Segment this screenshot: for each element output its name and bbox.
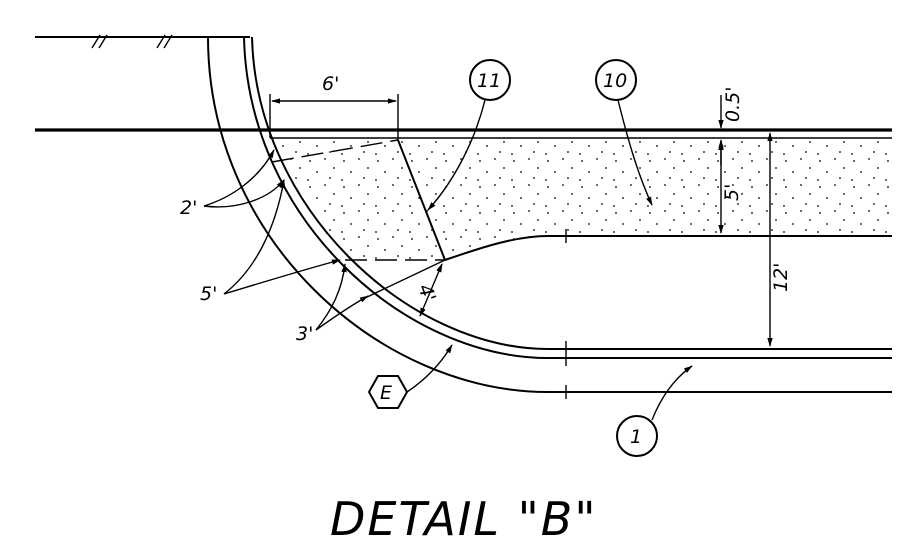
- dim-5ft-layer: 5': [718, 141, 743, 234]
- label-5ft: 5': [200, 283, 217, 305]
- dim-total-label: 12': [770, 263, 792, 292]
- granular-fill: [270, 138, 890, 260]
- callout-e: E: [367, 344, 453, 409]
- callout-10: 10: [595, 59, 653, 206]
- liner-middle-curve: [243, 36, 892, 359]
- slope-line-11: [397, 139, 446, 261]
- dim-cover-label: 0.5': [722, 87, 744, 122]
- label-3ft: 3': [296, 323, 313, 345]
- callout-1-label: 1: [630, 426, 642, 448]
- top-dashed-line: [271, 139, 399, 163]
- detail-title: DETAIL "B": [330, 492, 598, 546]
- callout-11: 11: [427, 59, 511, 211]
- liner-outer-curve: [207, 36, 892, 393]
- dim-4ft-label: 4': [413, 281, 440, 305]
- leader-5ft: 5': [200, 179, 341, 305]
- layer-bottom-line: [444, 235, 892, 261]
- liner-inner-curve: [251, 36, 892, 350]
- leader-2ft: 2': [180, 149, 285, 219]
- dim-6ft-label: 6': [322, 73, 339, 95]
- callout-10-label: 10: [603, 70, 627, 92]
- label-2ft: 2': [180, 197, 197, 219]
- ground-hatch-marks: [91, 34, 173, 49]
- callout-1: 1: [616, 365, 693, 457]
- callout-11-label: 11: [477, 70, 501, 92]
- dim-layer-label: 5': [721, 184, 743, 201]
- dim-6ft: 6': [269, 73, 399, 140]
- callout-e-label: E: [380, 382, 392, 404]
- leader-3ft: 3': [296, 263, 369, 345]
- dim-4ft: 4': [413, 263, 443, 317]
- dim-12ft: 12': [767, 132, 792, 347]
